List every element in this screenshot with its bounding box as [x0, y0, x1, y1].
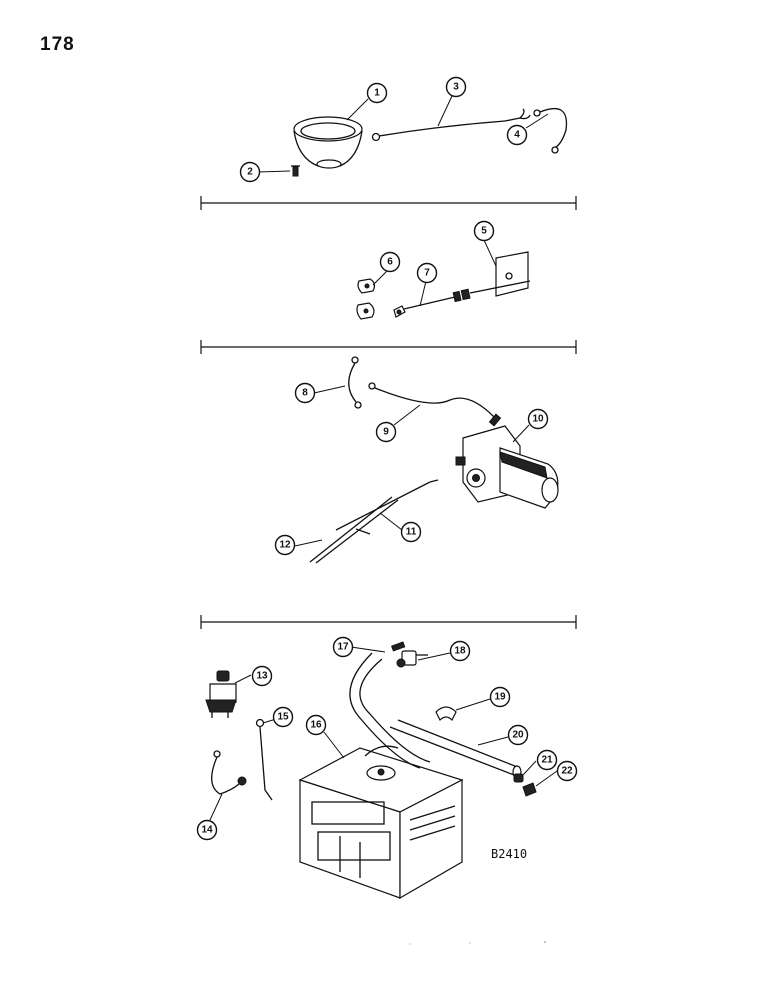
part-tube-17: [349, 641, 431, 769]
callout-12: 12: [274, 534, 296, 556]
callout-11: 11: [400, 521, 422, 543]
callout-3: 3: [445, 76, 467, 98]
page-number: 178: [40, 34, 75, 55]
callout-19: 19: [489, 686, 511, 708]
svg-text:6: 6: [387, 257, 393, 268]
part-cable-9: [368, 382, 502, 427]
part-rod: [393, 280, 531, 318]
part-fitting-22: [522, 782, 537, 797]
callout-18: 18: [449, 640, 471, 662]
callout-13: 13: [251, 665, 273, 687]
svg-text:8: 8: [302, 388, 308, 399]
part-clip-21: [513, 773, 524, 783]
svg-text:13: 13: [256, 671, 268, 682]
svg-text:21: 21: [541, 755, 553, 766]
svg-text:10: 10: [532, 414, 544, 425]
leader-lines: [209, 95, 558, 821]
part-wire-14: [211, 750, 247, 795]
callout-15: 15: [272, 706, 294, 728]
callout-21: 21: [536, 749, 558, 771]
callout-9: 9: [375, 421, 397, 443]
part-horn-bowl: [293, 116, 363, 169]
svg-text:1: 1: [374, 88, 380, 99]
part-wiper-arm: [335, 479, 439, 531]
svg-text:19: 19: [494, 692, 506, 703]
part-clamp: [435, 706, 457, 722]
callout-8: 8: [294, 382, 316, 404]
svg-text:9: 9: [383, 427, 389, 438]
callout-1: 1: [366, 82, 388, 104]
callout-4: 4: [506, 124, 528, 146]
svg-text:3: 3: [453, 82, 459, 93]
part-cable-3: [371, 108, 531, 142]
svg-text:22: 22: [561, 766, 573, 777]
part-plate: [495, 251, 529, 297]
part-wiper-blade: [309, 496, 399, 564]
scan-specks: [409, 941, 546, 945]
part-valve: [396, 650, 428, 668]
part-wire-8: [348, 356, 362, 409]
part-switch: [205, 670, 237, 718]
svg-text:7: 7: [424, 268, 430, 279]
svg-text:15: 15: [277, 712, 289, 723]
callout-5: 5: [473, 220, 495, 242]
callout-22: 22: [556, 760, 578, 782]
svg-text:16: 16: [310, 720, 322, 731]
part-clips: [356, 278, 376, 320]
svg-text:17: 17: [337, 642, 349, 653]
part-rod-15: [255, 718, 273, 801]
callout-16: 16: [305, 714, 327, 736]
svg-text:5: 5: [481, 226, 487, 237]
callout-17: 17: [332, 636, 354, 658]
callout-10: 10: [527, 408, 549, 430]
section-divider-3: [200, 615, 577, 629]
svg-text:11: 11: [406, 527, 417, 538]
part-wire-4: [533, 107, 568, 154]
part-wiper-motor: [455, 425, 559, 509]
figure-code: B2410: [491, 847, 527, 861]
svg-text:18: 18: [454, 646, 466, 657]
svg-text:20: 20: [512, 730, 524, 741]
part-tank: [298, 745, 464, 900]
part-hose-20: [389, 719, 522, 779]
svg-text:2: 2: [247, 167, 253, 178]
callout-2: 2: [239, 161, 261, 183]
svg-text:12: 12: [279, 540, 291, 551]
part-screw: [291, 165, 300, 177]
section-divider-2: [200, 340, 577, 354]
callout-6: 6: [379, 251, 401, 273]
callout-14: 14: [196, 819, 218, 841]
svg-text:14: 14: [201, 825, 213, 836]
svg-text:4: 4: [514, 130, 520, 141]
callout-20: 20: [507, 724, 529, 746]
section-divider-1: [200, 196, 577, 210]
callout-7: 7: [416, 262, 438, 284]
